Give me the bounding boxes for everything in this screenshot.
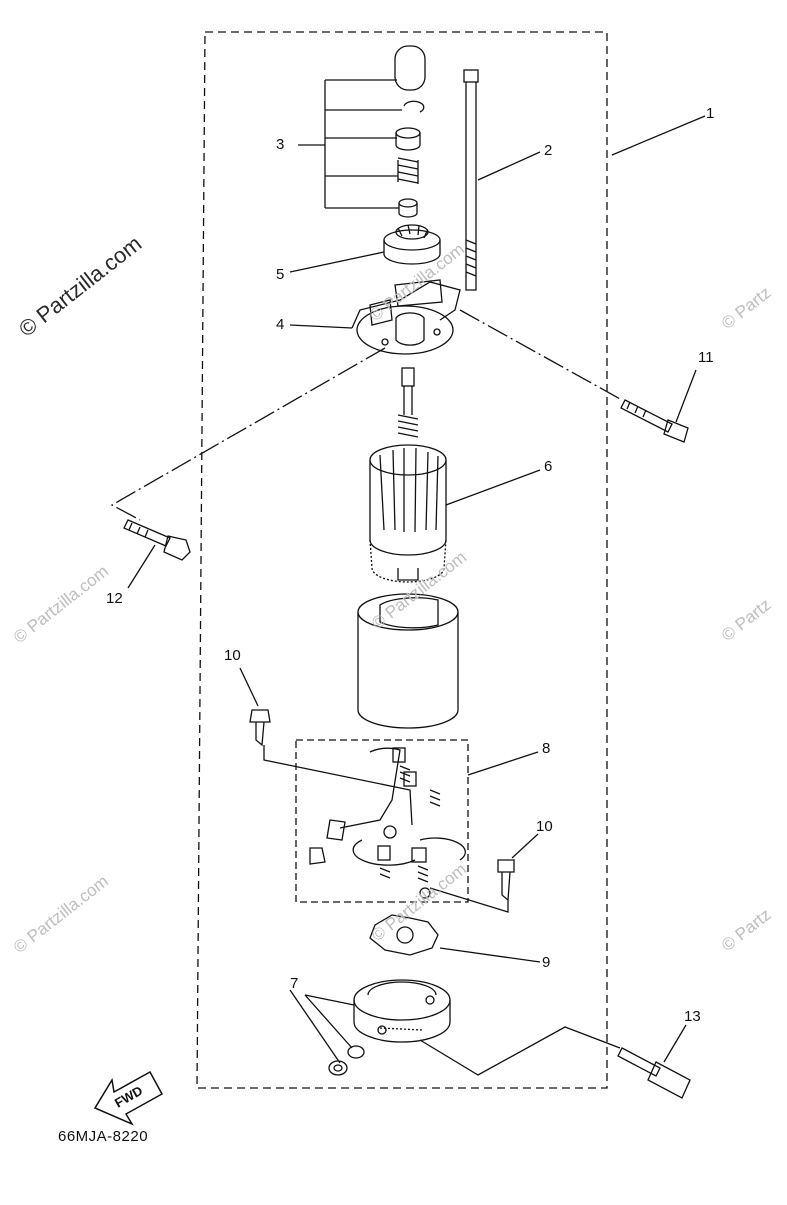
part-12-stud bbox=[123, 519, 191, 589]
part-3-group bbox=[298, 45, 426, 218]
part-10-screw-right bbox=[429, 833, 539, 913]
callout-2: 2 bbox=[544, 142, 553, 159]
callout-8: 8 bbox=[542, 740, 551, 757]
assembly-outline bbox=[196, 31, 608, 1089]
fwd-arrow-icon bbox=[93, 1070, 164, 1126]
callout-5: 5 bbox=[276, 266, 285, 283]
callout-3: 3 bbox=[276, 136, 285, 153]
part-5-pinion bbox=[289, 224, 441, 273]
leader-line-12 bbox=[110, 347, 386, 521]
callout-9: 9 bbox=[542, 954, 551, 971]
brush-holder-outline bbox=[295, 739, 469, 903]
part-8-brushes bbox=[309, 747, 539, 899]
part-10-screw-left bbox=[239, 667, 413, 826]
part-9-plate bbox=[369, 914, 541, 963]
callout-7: 7 bbox=[290, 975, 299, 992]
callout-11: 11 bbox=[698, 349, 714, 366]
part-13-bolt bbox=[617, 1024, 691, 1099]
callout-4: 4 bbox=[276, 316, 285, 333]
part-11-bolt bbox=[620, 369, 697, 443]
end-frame bbox=[289, 979, 621, 1076]
part-4-bracket bbox=[289, 279, 461, 355]
callout-12: 12 bbox=[106, 590, 123, 607]
diagram-code: 66MJA-8220 bbox=[58, 1128, 149, 1145]
leader-line-11 bbox=[459, 309, 623, 401]
leader-1 bbox=[611, 115, 706, 156]
yoke-housing bbox=[357, 593, 459, 729]
callout-10a: 10 bbox=[224, 647, 241, 664]
callout-13: 13 bbox=[684, 1008, 701, 1025]
callout-10b: 10 bbox=[536, 818, 553, 835]
callout-6: 6 bbox=[544, 458, 553, 475]
part-2-bolt bbox=[463, 69, 541, 291]
callout-1: 1 bbox=[706, 105, 715, 122]
part-6-armature bbox=[369, 367, 541, 583]
